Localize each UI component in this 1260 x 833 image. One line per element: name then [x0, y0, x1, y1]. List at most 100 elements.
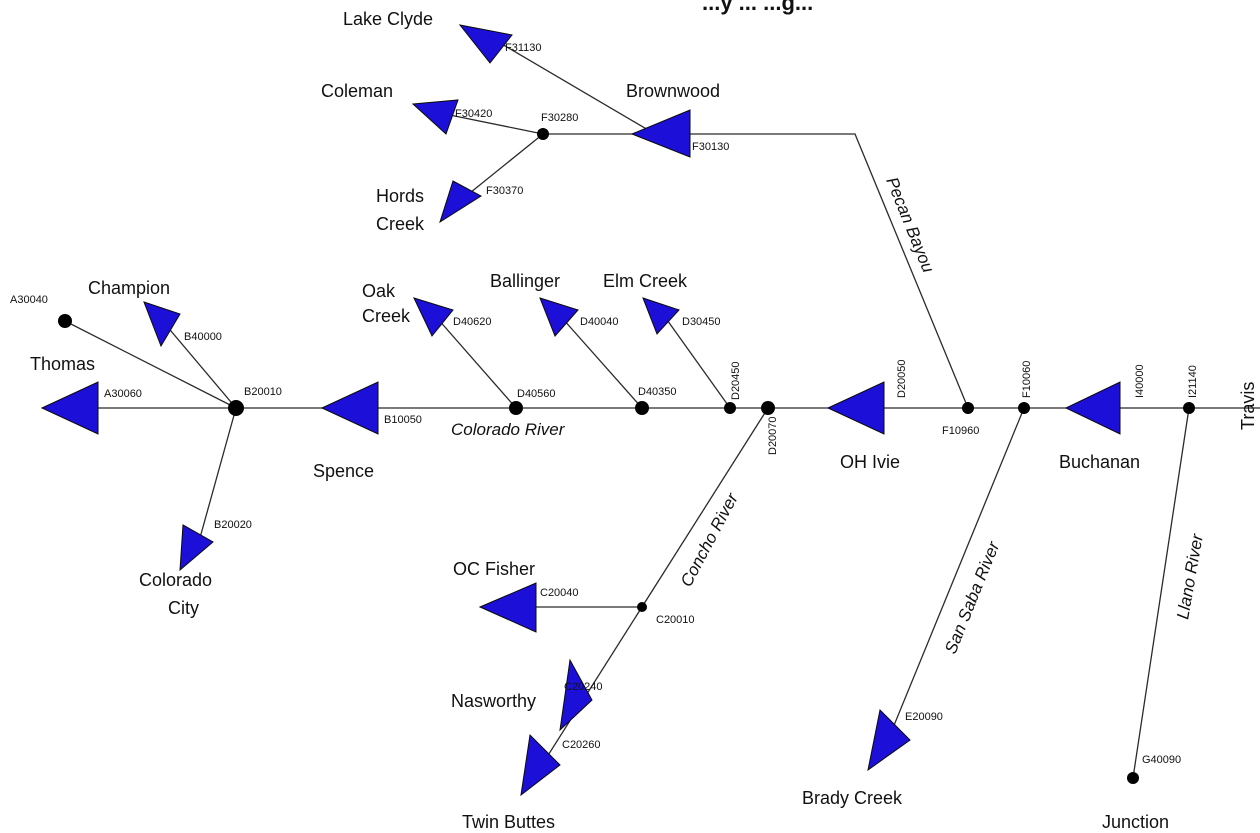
code-d20050: D20050: [896, 359, 908, 398]
node-d20450: [724, 402, 736, 414]
label-thomas: Thomas: [30, 354, 95, 374]
code-i40000: I40000: [1134, 364, 1146, 398]
label-oak-creek: Creek: [362, 306, 411, 326]
oc-fisher-reservoir-icon: [478, 582, 537, 633]
node-g40090: [1127, 772, 1139, 784]
oak-creek-reservoir-icon: [413, 297, 454, 337]
river-pecan-bayou: Pecan Bayou: [882, 174, 938, 275]
llano-river-line: [1132, 407, 1190, 779]
label-brownwood: Brownwood: [626, 81, 720, 101]
code-f30280: F30280: [541, 112, 578, 124]
code-d30450: D30450: [682, 316, 721, 328]
label-brady-creek: Brady Creek: [802, 788, 903, 808]
code-b20020: B20020: [214, 519, 252, 531]
label-oh-ivie: OH Ivie: [840, 452, 900, 472]
label-colorado: Colorado: [139, 570, 212, 590]
node-f10960: [962, 402, 974, 414]
code-d40350: D40350: [638, 386, 677, 398]
label-spence: Spence: [313, 461, 374, 481]
twin-buttes-reservoir-icon: [520, 733, 561, 797]
code-a30040: A30040: [10, 294, 48, 306]
hords-creek-reservoir-icon: [439, 180, 482, 224]
ballinger-line: [554, 309, 643, 409]
code-c20260: C20260: [562, 739, 601, 751]
code-f10060: F10060: [1021, 361, 1033, 398]
elm-creek-line: [659, 309, 731, 409]
code-i21140: I21140: [1187, 365, 1199, 398]
node-a30040: [58, 314, 72, 328]
river-llano: Llano River: [1173, 531, 1207, 620]
river-san-saba: San Saba River: [941, 538, 1004, 657]
code-d20070: D20070: [767, 416, 779, 455]
code-b20010: B20010: [244, 386, 282, 398]
champion-reservoir-icon: [143, 301, 181, 348]
reservoirs: [40, 24, 1121, 797]
label-oak: Oak: [362, 281, 396, 301]
node-codes: F31130 F30420 F30280 F30130 F30370 A3004…: [10, 42, 1199, 766]
label-champion: Champion: [88, 278, 170, 298]
label-coleman: Coleman: [321, 81, 393, 101]
label-ballinger: Ballinger: [490, 271, 560, 291]
pecan-bayou-line: [660, 133, 969, 409]
label-travis: Travis: [1238, 382, 1258, 430]
oak-creek-line: [429, 309, 517, 409]
code-d40560: D40560: [517, 388, 556, 400]
label-oc-fisher: OC Fisher: [453, 559, 535, 579]
label-nasworthy: Nasworthy: [451, 691, 536, 711]
reservoir-labels: Lake Clyde Coleman Brownwood Hords Creek…: [30, 9, 1258, 832]
code-c20040: C20040: [540, 587, 579, 599]
label-hords: Hords: [376, 186, 424, 206]
node-c20010: [637, 602, 647, 612]
label-twin-buttes: Twin Buttes: [462, 812, 555, 832]
san-saba-river-line: [887, 407, 1025, 741]
node-d40560: [509, 401, 523, 415]
river-colorado: Colorado River: [451, 420, 566, 439]
node-b20010: [228, 400, 244, 416]
code-f31130: F31130: [505, 42, 542, 54]
nasworthy-reservoir-icon: [559, 658, 593, 732]
label-lake-clyde: Lake Clyde: [343, 9, 433, 29]
label-hords-creek: Creek: [376, 214, 425, 234]
node-i21140: [1183, 402, 1195, 414]
node-f10060: [1018, 402, 1030, 414]
lake-clyde-reservoir-icon: [458, 24, 513, 64]
node-d40350: [635, 401, 649, 415]
code-b40000: B40000: [184, 331, 222, 343]
code-b10050: B10050: [384, 414, 422, 426]
elm-creek-reservoir-icon: [642, 297, 680, 335]
a30040-line: [64, 320, 237, 409]
oh-ivie-reservoir-icon: [826, 381, 885, 435]
thomas-reservoir-icon: [40, 381, 99, 435]
code-d40620: D40620: [453, 316, 492, 328]
diagram-title: ...y ... ...g...: [702, 0, 813, 15]
code-d40040: D40040: [580, 316, 619, 328]
code-f30370: F30370: [486, 185, 523, 197]
code-f30420: F30420: [455, 108, 492, 120]
code-c20240: C20240: [564, 681, 603, 693]
label-elm-creek: Elm Creek: [603, 271, 688, 291]
colorado-city-reservoir-icon: [179, 524, 214, 572]
champion-line: [159, 317, 237, 409]
code-c20010: C20010: [656, 614, 695, 626]
nodes: [58, 128, 1195, 784]
label-junction: Junction: [1102, 812, 1169, 832]
code-a30060: A30060: [104, 388, 142, 400]
node-d20070: [761, 401, 775, 415]
brownwood-reservoir-icon: [630, 109, 691, 158]
brady-creek-reservoir-icon: [867, 708, 911, 772]
buchanan-reservoir-icon: [1064, 381, 1121, 435]
lake-clyde-line: [477, 29, 656, 135]
label-buchanan: Buchanan: [1059, 452, 1140, 472]
code-f30130: F30130: [692, 141, 729, 153]
coleman-reservoir-icon: [411, 99, 459, 135]
spence-reservoir-icon: [320, 381, 379, 435]
ballinger-reservoir-icon: [539, 297, 579, 337]
code-e20090: E20090: [905, 711, 943, 723]
code-f10960: F10960: [942, 425, 979, 437]
code-g40090: G40090: [1142, 754, 1181, 766]
node-f30280: [537, 128, 549, 140]
river-concho: Concho River: [677, 489, 743, 590]
label-colorado-city: City: [168, 598, 199, 618]
code-d20450: D20450: [730, 361, 742, 400]
